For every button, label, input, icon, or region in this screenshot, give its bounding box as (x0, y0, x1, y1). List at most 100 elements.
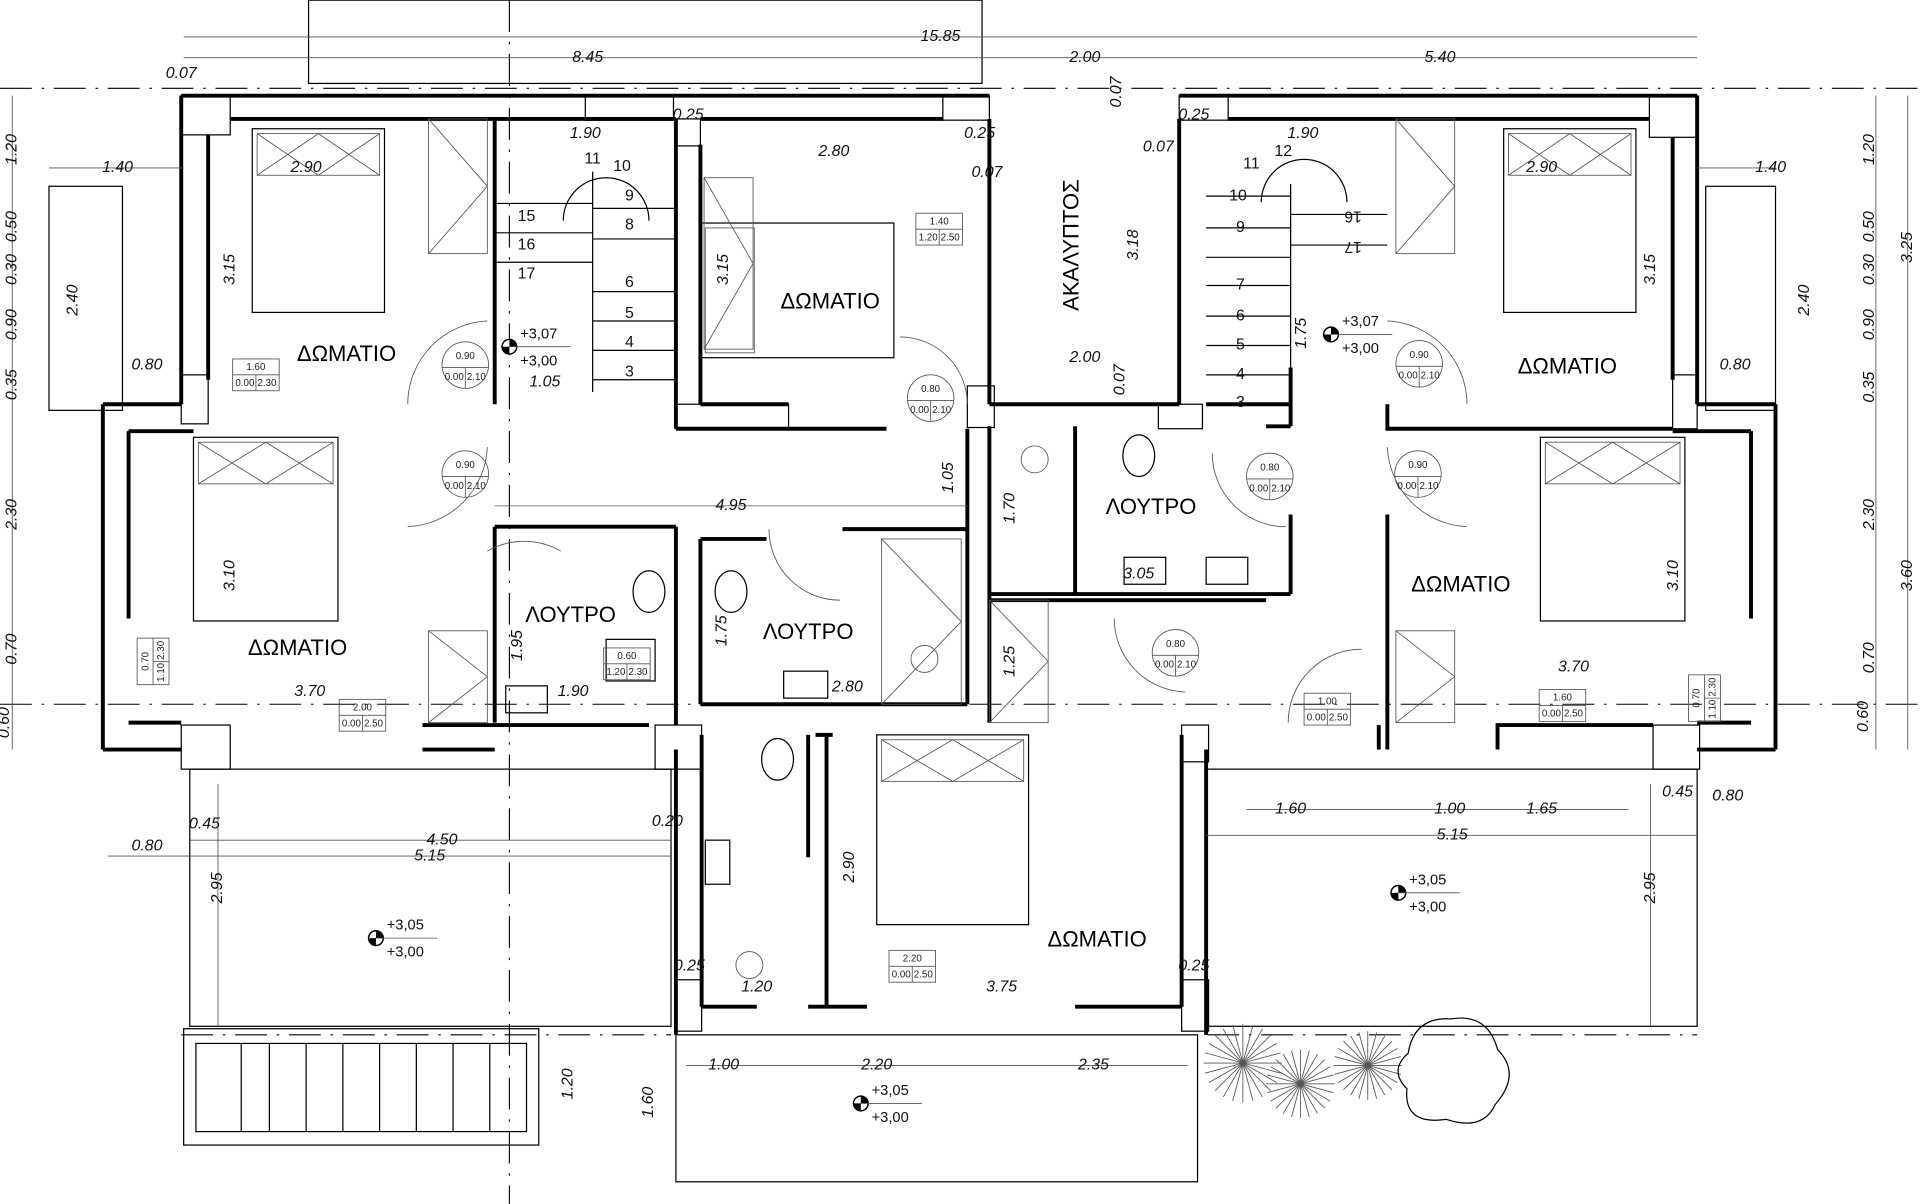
plant-icon (1299, 1050, 1310, 1084)
stair-step-number: 15 (518, 208, 536, 225)
dimension-label: 1.90 (1287, 125, 1318, 142)
window-tag-sill: 1.20 (606, 667, 626, 678)
dimension-label: 1.60 (1275, 801, 1306, 818)
plant-icon (1350, 1035, 1369, 1066)
plant-icon (1242, 1035, 1271, 1064)
window-tag-sill: 1.20 (919, 232, 939, 243)
hatched-column (1181, 979, 1210, 1032)
wardrobe (428, 118, 488, 255)
wardrobe-cross (428, 630, 488, 678)
balcony-right (1705, 185, 1777, 411)
plant-icon (1242, 1062, 1271, 1092)
pillow-cross (881, 739, 953, 782)
toilet-icon (714, 570, 748, 614)
hatched-column (674, 979, 703, 1032)
dimension-label: 2.80 (817, 143, 849, 160)
dimension-label: 1.20 (3, 134, 20, 165)
door-swing (1211, 453, 1286, 528)
dimension-label: 4.50 (427, 831, 458, 848)
plant-icon (1291, 1050, 1301, 1084)
plant-icon (1291, 1083, 1301, 1118)
stair-step-number: 16 (1344, 207, 1362, 224)
toilet-icon (632, 570, 666, 614)
plant-icon (1343, 1065, 1369, 1091)
sink-icon (1123, 556, 1167, 585)
elevation-upper: +3,05 (1409, 872, 1446, 888)
dimension-label: 3.18 (1125, 229, 1142, 260)
dimension-label: 5.15 (1437, 826, 1468, 843)
dimension-label: 1.20 (1861, 134, 1878, 165)
room-label: ΔΩΜΑΤΙΟ (248, 635, 347, 660)
plant-icon (1337, 1047, 1368, 1066)
elevation-upper: +3,05 (387, 918, 424, 934)
dimension-label: 1.90 (570, 125, 601, 142)
dimension-label: 0.45 (1662, 784, 1693, 801)
hatched-column (942, 95, 990, 121)
door-swing (1287, 648, 1362, 723)
window-tag-head: 2.30 (1708, 677, 1719, 697)
pillow-cross (198, 441, 266, 485)
dimension-label: 0.35 (1861, 371, 1878, 402)
window-tag-width: 2.00 (353, 703, 373, 714)
door-tag-head: 2.10 (1271, 483, 1291, 494)
terrace-left (189, 768, 672, 1027)
dimension-label: 2.20 (860, 1057, 892, 1074)
shower-head-icon (910, 645, 939, 673)
elevation-lower: +3,00 (1409, 899, 1446, 915)
dimension-label: 4.95 (716, 497, 747, 514)
pillow-cross (1508, 133, 1571, 176)
dimension-label: 0.25 (674, 957, 705, 974)
dimension-label: 2.40 (65, 285, 82, 317)
door-tag-head: 2.10 (467, 481, 487, 492)
hatched-column (654, 724, 703, 770)
plant-icon (1367, 1065, 1378, 1099)
toilet-icon (761, 737, 795, 781)
stair-step-number: 17 (518, 266, 536, 283)
plant-icon (1282, 1053, 1301, 1085)
window-tag: 0.701.102.30 (136, 637, 170, 686)
plant-icon (1367, 1065, 1386, 1096)
plant-icon (1232, 1062, 1244, 1101)
plant-icon (1334, 1056, 1368, 1066)
hatched-column (966, 385, 995, 429)
window-tag-width: 0.60 (617, 651, 637, 662)
pillow-cross (256, 133, 319, 176)
wall (1495, 723, 1654, 750)
plant-icon (1300, 1083, 1325, 1109)
dimension-label: 0.35 (3, 369, 20, 400)
plant-icon (1222, 1062, 1244, 1098)
shower-head-icon (735, 951, 764, 979)
door-tag-head: 2.10 (1419, 481, 1439, 492)
door-tag-width: 0.90 (1408, 460, 1428, 471)
terrace-bottom (675, 1034, 1199, 1183)
dimension-label: 0.90 (3, 309, 20, 340)
door-tag-width: 0.90 (1410, 350, 1430, 361)
door-tag-sill: 0.00 (1399, 371, 1419, 382)
stair-step-number: 9 (1236, 219, 1245, 236)
dimension-label: 8.45 (572, 49, 603, 66)
dimension-label: 5.15 (414, 847, 445, 864)
sink-icon (704, 839, 731, 885)
dimension-label: 1.20 (559, 1068, 576, 1099)
wardrobe-cross (881, 621, 962, 705)
room-label: ΑΚΑΛΥΠΤΟΣ (1058, 179, 1083, 311)
stair-step-number: 4 (1236, 366, 1245, 383)
hatched-column (584, 95, 675, 121)
hatched-column (1178, 95, 1229, 121)
dimension-label: 0.25 (673, 106, 704, 123)
plant-icon (1300, 1053, 1318, 1085)
door-tag-width: 0.80 (1260, 463, 1280, 474)
pillow-cross (265, 441, 334, 485)
dimension-label: 3.25 (1899, 232, 1916, 263)
dimension-label: 1.20 (741, 978, 772, 995)
window-tag-width: 1.60 (246, 362, 266, 373)
plant-icon (1242, 1062, 1278, 1083)
dimension-label: 2.00 (1068, 349, 1100, 366)
dimension-label: 0.20 (652, 813, 683, 830)
wardrobe-cross (428, 676, 488, 723)
pillow-cross (1545, 441, 1613, 485)
window-tag-head: 2.30 (156, 640, 167, 660)
plant-icon (1267, 1083, 1301, 1094)
